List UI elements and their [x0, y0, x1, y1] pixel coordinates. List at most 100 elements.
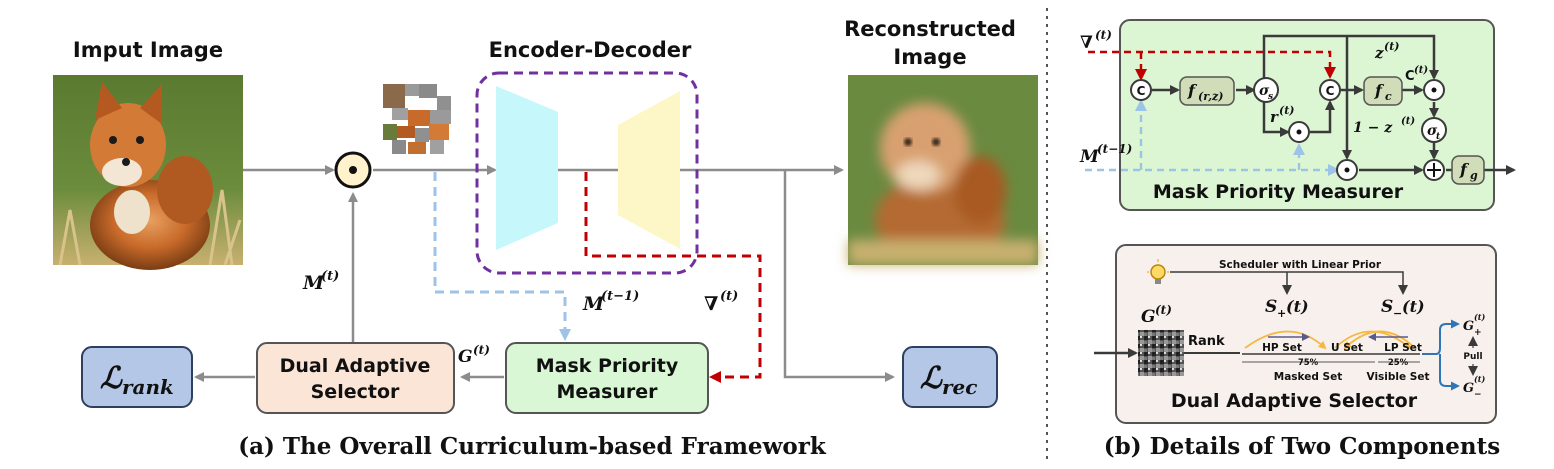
- caption-a: (a) The Overall Curriculum-based Framewo…: [238, 433, 827, 460]
- concat-node-1: C: [1130, 79, 1152, 101]
- svg-text:z: z: [1374, 44, 1384, 62]
- mask-dot-node: [1336, 159, 1358, 181]
- svg-text:(t): (t): [1414, 65, 1428, 76]
- svg-text:(t): (t): [1402, 297, 1425, 316]
- svg-text:M: M: [302, 272, 325, 294]
- encoder-decoder-group: [475, 71, 699, 275]
- svg-text:g: g: [1470, 169, 1478, 182]
- svg-text:(t): (t): [321, 269, 339, 284]
- loss-rec-box: ℒ rec: [902, 346, 998, 408]
- sigma-s-node: σ s: [1253, 77, 1279, 103]
- reconstructed-image-title: Reconstructed: [844, 17, 1016, 41]
- svg-text:σ: σ: [1427, 123, 1438, 139]
- svg-text:−: −: [1393, 307, 1402, 320]
- mask-prev-label: M (t−1): [582, 289, 639, 315]
- caption-b: (b) Details of Two Components: [1104, 433, 1500, 460]
- svg-text:(t): (t): [720, 289, 738, 304]
- svg-text:(t): (t): [1095, 28, 1112, 42]
- scheduler-label: Scheduler with Linear Prior: [1219, 259, 1382, 271]
- priority-map-grid: [1138, 330, 1184, 376]
- mpm-detail-title: Mask Priority Measurer: [1153, 181, 1404, 203]
- masked-image-patches: [383, 84, 451, 154]
- f-c-module: f c: [1363, 76, 1403, 106]
- svg-text:C: C: [1137, 84, 1146, 98]
- panel-b: ∇ (t) M (t−1) C C: [1079, 19, 1516, 460]
- svg-text:Measurer: Measurer: [556, 381, 658, 403]
- svg-text:(t): (t): [1474, 374, 1485, 384]
- input-image-title: Imput Image: [73, 38, 223, 62]
- svg-text:∇: ∇: [1080, 33, 1093, 53]
- mask-t-label: M (t): [302, 269, 339, 294]
- dual-adaptive-selector-box: Dual Adaptive Selector: [256, 342, 455, 414]
- svg-text:rec: rec: [942, 375, 977, 399]
- g-t-label: G (t): [458, 343, 490, 367]
- svg-text:1 − z: 1 − z: [1353, 120, 1393, 136]
- svg-text:−: −: [1474, 390, 1482, 400]
- svg-text:S: S: [1265, 297, 1277, 317]
- pull-label: Pull: [1463, 352, 1482, 362]
- svg-text:(t−1): (t−1): [1097, 142, 1132, 156]
- s-minus-label: S − (t): [1381, 297, 1425, 320]
- g-minus-label: G − (t): [1463, 374, 1485, 400]
- svg-text:(t): (t): [1384, 40, 1400, 53]
- svg-text:(t): (t): [1401, 116, 1415, 127]
- svg-text:(r,z): (r,z): [1198, 90, 1223, 103]
- svg-text:rank: rank: [122, 375, 174, 399]
- lp-set-label: LP Set: [1384, 342, 1422, 354]
- encoder-trapezoid: [496, 86, 558, 250]
- decoder-trapezoid: [618, 91, 680, 249]
- svg-text:C: C: [1405, 69, 1415, 84]
- f-g-module: f g: [1451, 155, 1485, 185]
- svg-text:c: c: [1385, 90, 1392, 103]
- svg-text:G: G: [1141, 307, 1156, 327]
- pct-25-label: 25%: [1388, 358, 1409, 368]
- panel-a: Imput Image Encoder-Decoder Reconstructe…: [53, 17, 1038, 460]
- svg-text:G: G: [1463, 381, 1474, 396]
- svg-text:f: f: [1187, 81, 1198, 100]
- loss-rank-box: ℒ rank: [81, 346, 193, 408]
- g-plus-label: G + (t): [1463, 312, 1485, 338]
- svg-text:+: +: [1277, 307, 1286, 320]
- mpm-gradient-label: ∇ (t): [1080, 28, 1112, 53]
- svg-text:t: t: [1436, 132, 1441, 142]
- svg-text:s: s: [1268, 92, 1273, 102]
- c-t-label: C (t): [1405, 65, 1428, 84]
- svg-text:f: f: [1459, 160, 1470, 179]
- svg-text:(t): (t): [473, 343, 490, 357]
- svg-text:ℒ: ℒ: [100, 361, 123, 396]
- reconstructed-fox-image: [848, 75, 1038, 265]
- svg-text:G: G: [1463, 319, 1474, 334]
- svg-text:Mask Priority: Mask Priority: [536, 355, 679, 377]
- pct-75-label: 75%: [1298, 358, 1319, 368]
- zc-dot-node: [1423, 79, 1445, 101]
- svg-text:r: r: [1270, 108, 1279, 126]
- svg-text:(t): (t): [1286, 297, 1309, 316]
- one-minus-z-label: 1 − z (t): [1353, 116, 1415, 136]
- svg-text:Selector: Selector: [311, 381, 400, 403]
- svg-text:+: +: [1474, 328, 1482, 338]
- concat-node-2: C: [1319, 79, 1341, 101]
- visible-set-label: Visible Set: [1367, 371, 1430, 383]
- svg-text:M: M: [582, 293, 605, 315]
- sum-node: [1423, 159, 1445, 181]
- u-set-label: U Set: [1331, 342, 1363, 354]
- svg-text:∇: ∇: [704, 293, 718, 315]
- svg-text:(t−1): (t−1): [601, 289, 639, 304]
- g-t-label-das: G (t): [1141, 303, 1172, 327]
- f-rz-module: f (r,z): [1179, 76, 1235, 106]
- svg-text:S: S: [1381, 297, 1393, 317]
- svg-text:M: M: [1079, 147, 1100, 167]
- lightbulb-icon: [1147, 259, 1169, 284]
- hp-set-label: HP Set: [1262, 342, 1302, 354]
- mask-priority-measurer-box: Mask Priority Measurer: [505, 342, 709, 414]
- encoder-decoder-title: Encoder-Decoder: [489, 38, 692, 62]
- svg-text:σ: σ: [1259, 83, 1270, 99]
- reconstructed-image-title-line2: Image: [893, 45, 966, 69]
- svg-text:C: C: [1326, 84, 1335, 98]
- masked-set-label: Masked Set: [1274, 371, 1342, 383]
- svg-text:f: f: [1374, 81, 1385, 100]
- r-dot-node: [1288, 121, 1310, 143]
- z-t-label: z (t): [1374, 40, 1400, 62]
- svg-text:ℒ: ℒ: [920, 361, 943, 396]
